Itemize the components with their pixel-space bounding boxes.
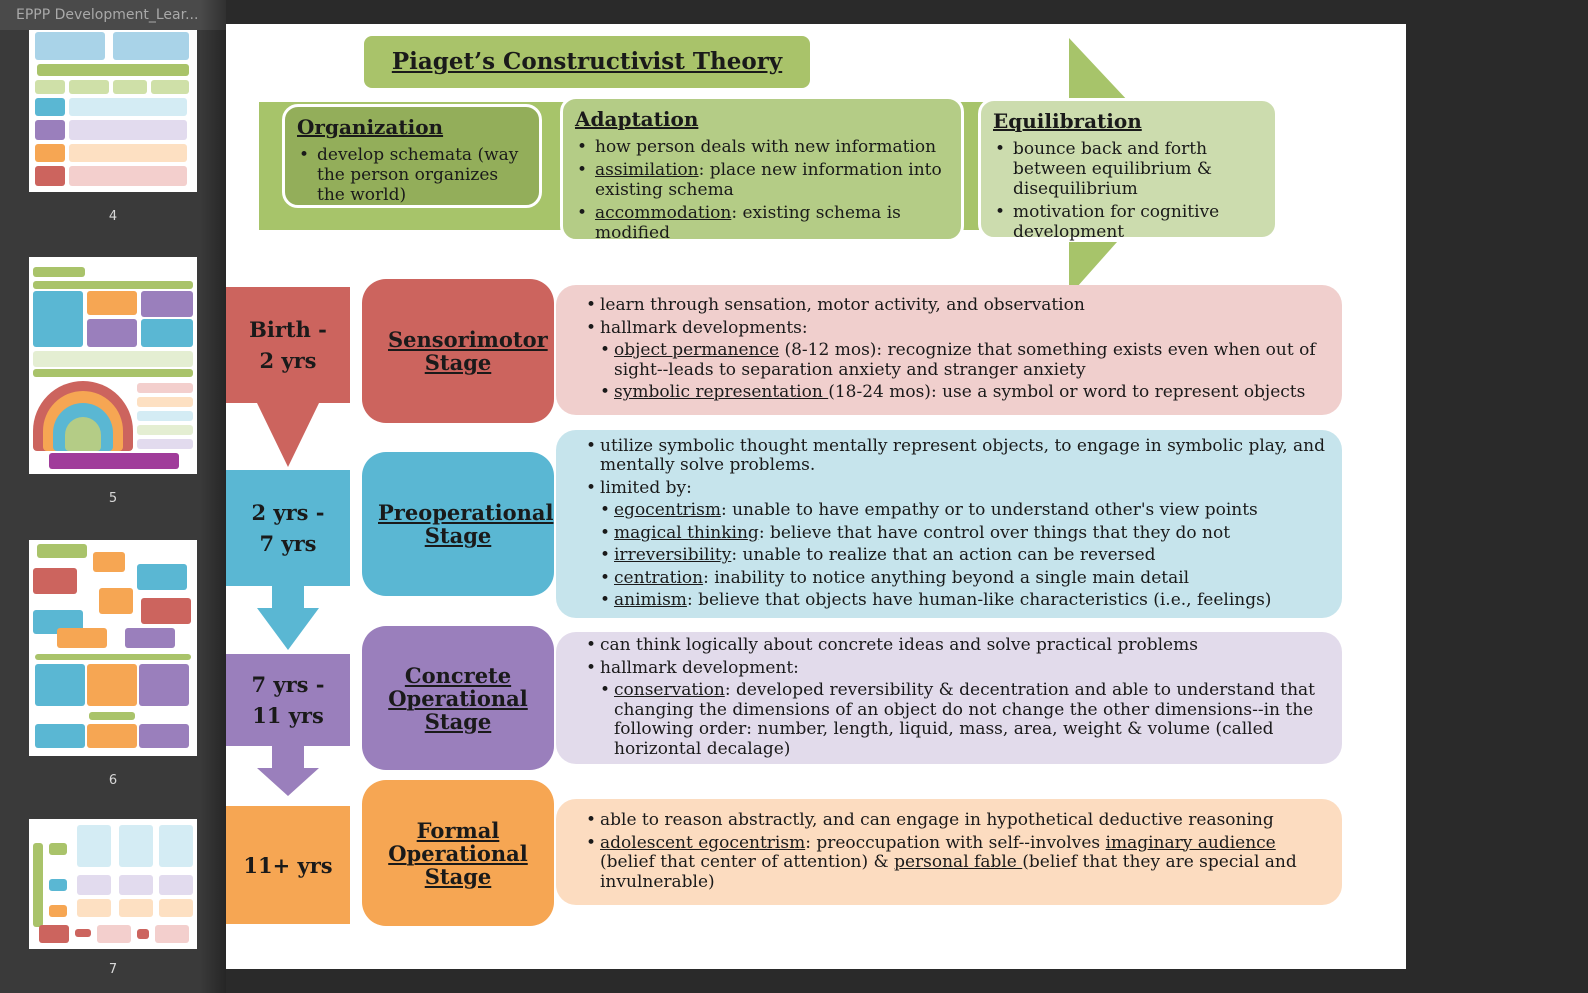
stage-bullet: utilize symbolic thought mentally repres… — [586, 436, 1330, 476]
thumbnail-page-5[interactable] — [29, 257, 197, 474]
age-label-preoperational: 2 yrs - 7 yrs — [226, 470, 350, 586]
adaptation-bullet: accommodation: existing schema is modifi… — [577, 203, 949, 243]
sidebar-shadow — [200, 0, 226, 993]
stage-bullet: adolescent egocentrism: preoccupation wi… — [586, 833, 1330, 893]
adaptation-bullet: assimilation: place new information into… — [577, 160, 949, 200]
equilibration-bullet: motivation for cognitive development — [995, 202, 1263, 242]
stage-preoperational: Preoperational Stage — [362, 452, 554, 596]
age-arrow-concrete — [257, 768, 319, 796]
stage-bullet: limited by: — [586, 478, 1330, 499]
equilibration-bullet: bounce back and forth between equilibriu… — [995, 139, 1263, 199]
stage-bullet: hallmark developments: — [586, 318, 1330, 339]
age-label-sensorimotor: Birth - 2 yrs — [226, 287, 350, 403]
desc-preoperational: utilize symbolic thought mentally repres… — [556, 430, 1342, 618]
stage-formal: Formal Operational Stage — [362, 780, 554, 926]
organization-heading: Organization — [297, 115, 444, 139]
cycle-arrow-up — [1069, 38, 1129, 102]
organization-box: Organization develop schemata (way the p… — [282, 104, 542, 208]
stage-concrete: Concrete Operational Stage — [362, 626, 554, 770]
stage-bullet: hallmark development: — [586, 658, 1330, 679]
stage-sub-bullet: symbolic representation (18-24 mos): use… — [600, 383, 1330, 403]
thumbnail-page-number: 4 — [108, 209, 118, 224]
stage-sensorimotor: Sensorimotor Stage — [362, 279, 554, 423]
slide-navigator: EPPP Development_Lear... 4 — [0, 0, 226, 993]
age-arrow-preoperational — [257, 608, 319, 650]
age-label-formal: 11+ yrs — [226, 806, 350, 924]
stage-bullet: can think logically about concrete ideas… — [586, 635, 1330, 656]
desc-concrete: can think logically about concrete ideas… — [556, 632, 1342, 764]
stage-sub-bullet: magical thinking: believe that have cont… — [600, 523, 1330, 544]
stage-sub-bullet: animism: believe that objects have human… — [600, 590, 1330, 611]
thumbnail-page-number: 5 — [108, 491, 118, 506]
stage-sub-bullet: irreversibility: unable to realize that … — [600, 545, 1330, 566]
thumbnail-page-7[interactable] — [29, 819, 197, 949]
adaptation-box: Adaptation how person deals with new inf… — [560, 96, 964, 243]
age-label-concrete: 7 yrs - 11 yrs — [226, 654, 350, 746]
stage-bullet: learn through sensation, motor activity,… — [586, 296, 1330, 316]
stage-bullet: able to reason abstractly, and can engag… — [586, 810, 1330, 831]
slide-title: Piaget’s Constructivist Theory — [364, 36, 810, 88]
stage-sub-bullet: centration: inability to notice anything… — [600, 568, 1330, 589]
stage-sub-bullet: object permanence (8-12 mos): recognize … — [600, 341, 1330, 380]
thumbnail-page-number: 6 — [108, 773, 118, 788]
stage-sub-bullet: egocentrism: unable to have empathy or t… — [600, 500, 1330, 521]
equilibration-heading: Equilibration — [993, 109, 1142, 133]
adaptation-bullet: how person deals with new information — [577, 137, 949, 157]
stage-sub-bullet: conservation: developed reversibility & … — [600, 680, 1330, 759]
thumbnail-page-6[interactable] — [29, 540, 197, 756]
document-title: EPPP Development_Lear... — [0, 0, 226, 30]
thumbnail-page-number: 7 — [108, 962, 118, 977]
desc-formal: able to reason abstractly, and can engag… — [556, 799, 1342, 905]
equilibration-box: Equilibration bounce back and forth betw… — [978, 98, 1278, 242]
slide-canvas: Piaget’s Constructivist Theory Organizat… — [226, 24, 1406, 969]
thumbnail-page-4[interactable] — [29, 30, 197, 192]
desc-sensorimotor: learn through sensation, motor activity,… — [556, 285, 1342, 415]
organization-bullet: develop schemata (way the person organiz… — [299, 145, 527, 205]
adaptation-heading: Adaptation — [575, 107, 699, 131]
